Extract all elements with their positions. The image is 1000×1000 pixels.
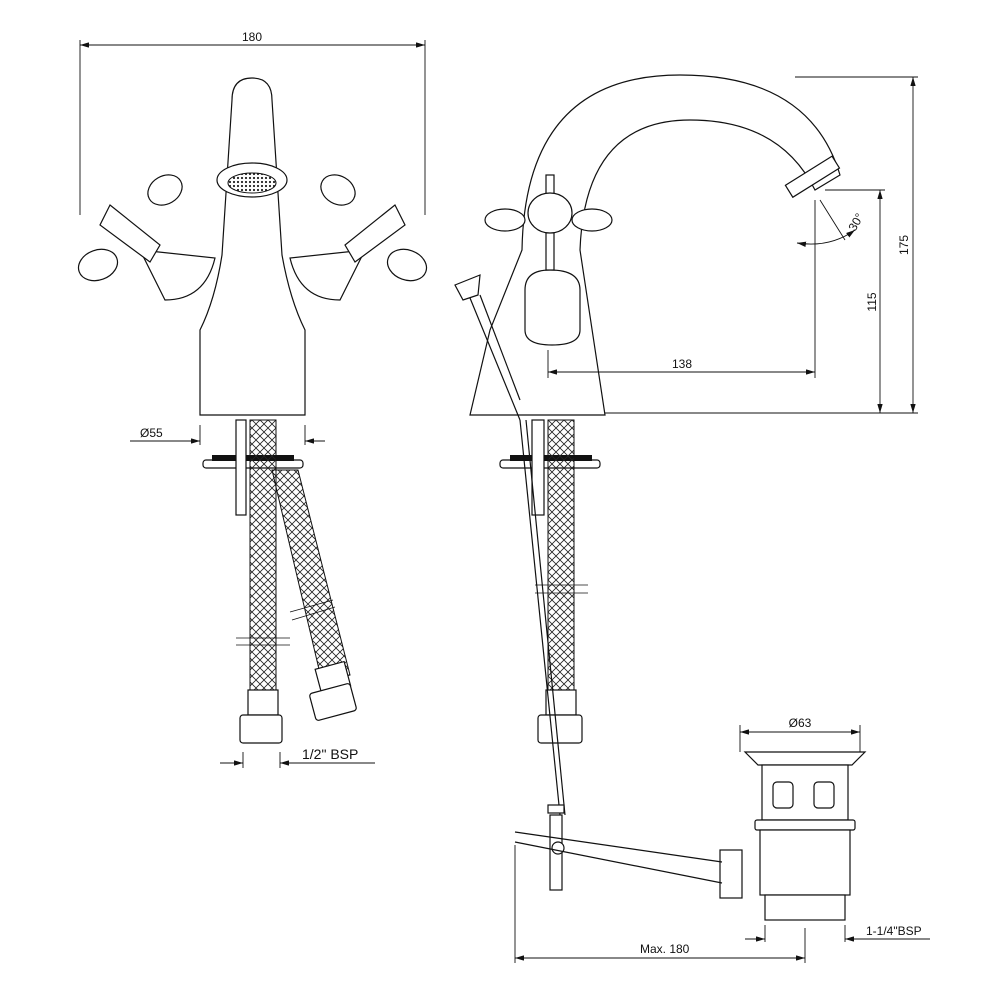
height-label: 175 <box>897 235 911 255</box>
angle-label: 30° <box>845 211 866 234</box>
dimension-height: 175 <box>605 76 918 414</box>
cross-handle-icon <box>527 192 573 234</box>
side-view-faucet <box>454 74 841 891</box>
nut-left <box>239 714 283 744</box>
spout-height-label: 115 <box>865 292 879 311</box>
hose-side <box>547 419 575 691</box>
dimension-waste-connection: 1-1/4"BSP <box>745 924 930 942</box>
dimension-spout-height: 115 <box>825 189 885 413</box>
width-label: 180 <box>242 30 262 44</box>
hose-right <box>271 469 351 683</box>
nut-right <box>309 683 357 721</box>
dimension-waste-diameter: Ø63 <box>739 716 861 752</box>
pop-up-waste <box>514 751 867 921</box>
dimension-angle: 30° <box>796 199 867 248</box>
spout-aerator-icon <box>784 155 841 199</box>
reach-label: 138 <box>672 357 692 371</box>
front-view-faucet <box>77 77 428 744</box>
dimension-connection: 1/2" BSP <box>220 746 375 768</box>
waste-connection-label: 1-1/4"BSP <box>866 924 922 938</box>
rod-length-label: Max. 180 <box>640 942 690 956</box>
dimension-reach: 138 <box>547 200 816 378</box>
dimension-base-diameter: Ø55 <box>130 425 325 445</box>
hose-left <box>249 419 277 691</box>
connection-label: 1/2" BSP <box>302 746 358 762</box>
waste-diameter-label: Ø63 <box>789 716 812 730</box>
dimension-rod-length: Max. 180 <box>514 845 806 963</box>
base-diameter-label: Ø55 <box>140 426 163 440</box>
dimension-width: 180 <box>79 30 426 215</box>
